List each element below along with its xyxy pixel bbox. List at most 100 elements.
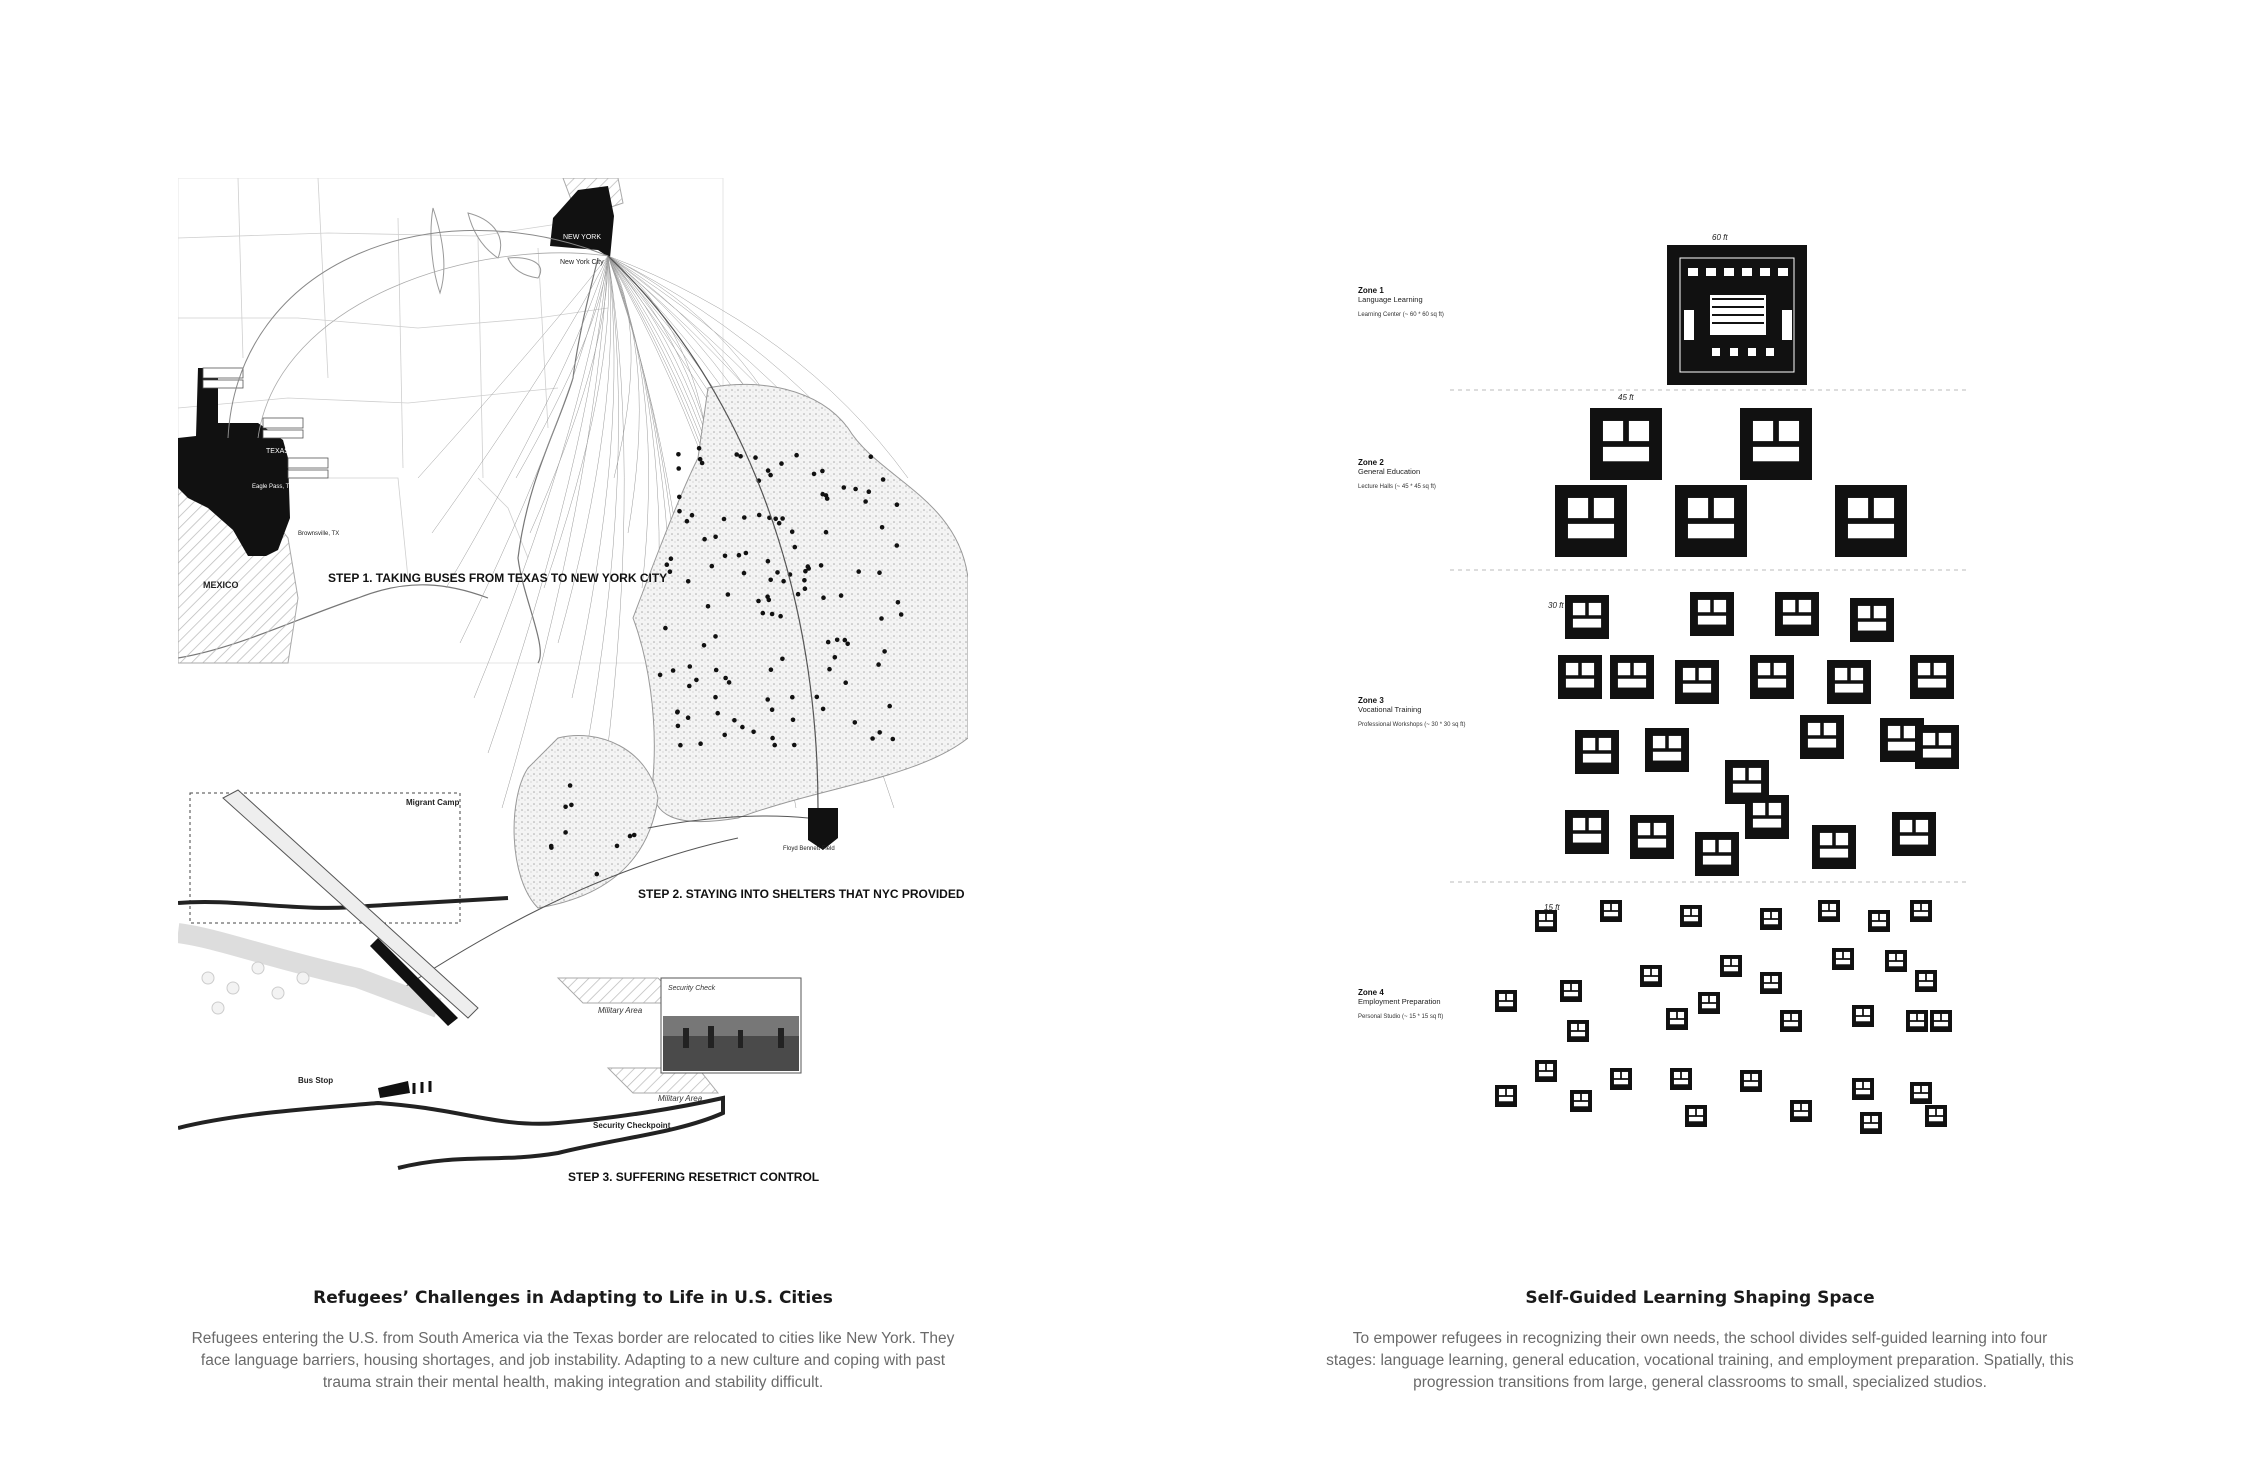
shelter-dot	[820, 491, 825, 497]
room-plan	[1852, 1078, 1874, 1100]
migration-line	[417, 255, 609, 479]
shelter-dot	[870, 736, 875, 741]
shelter-dot	[821, 595, 826, 600]
shelter-dot	[765, 594, 770, 599]
shelter-dot	[738, 454, 743, 459]
right-caption-body: To empower refugees in recognizing their…	[1290, 1328, 2110, 1394]
shelter-dot	[741, 570, 747, 576]
migration-line	[515, 255, 609, 479]
room-plan	[1818, 900, 1840, 922]
shelter-dot	[740, 724, 745, 730]
shelter-dot	[887, 703, 892, 709]
room-plan	[1645, 728, 1689, 772]
room-plan	[1675, 485, 1747, 557]
shelter-dot	[677, 508, 682, 514]
room-plan	[1915, 970, 1937, 992]
migration-line	[445, 255, 609, 589]
room-plan	[1495, 1085, 1517, 1107]
shelter-dot	[594, 871, 600, 877]
shelter-dot	[687, 683, 692, 689]
learning-zones-diagram: Zone 1 Language Learning Learning Center…	[1358, 233, 1970, 1134]
shelter-dot	[778, 613, 783, 619]
shelter-dot	[779, 461, 784, 466]
shelter-dot	[877, 570, 882, 575]
shelter-dot	[713, 667, 719, 673]
room-plan	[1868, 910, 1890, 932]
shelter-dot	[698, 741, 703, 746]
shelter-dot	[775, 570, 780, 575]
shelter-dot	[563, 804, 568, 810]
migration-line	[607, 255, 649, 589]
room-plan	[1610, 655, 1654, 699]
shelter-dot	[879, 616, 884, 621]
room-plan	[1610, 1068, 1632, 1090]
room-plan	[1827, 660, 1871, 704]
room-plan	[1495, 990, 1517, 1012]
shelter-dot	[705, 604, 711, 609]
label-texas: TEXAS	[266, 448, 289, 455]
room-plan	[1780, 1010, 1802, 1032]
shelter-dot	[827, 666, 832, 672]
shelter-dot	[776, 520, 782, 526]
migration-line	[557, 255, 612, 644]
shelter-dot	[722, 732, 727, 738]
shelter-dot	[803, 568, 808, 574]
shelter-dot	[765, 697, 770, 702]
room-plan	[1930, 1010, 1952, 1032]
migration-line	[431, 255, 609, 534]
shelter-dot	[677, 494, 682, 500]
svg-text:General Education: General Education	[1358, 467, 1420, 476]
shelter-dot	[769, 611, 775, 617]
zone-2-dimension: 45 ft	[1618, 393, 1634, 402]
shelter-dot	[853, 486, 858, 492]
shelter-dot	[699, 460, 705, 466]
shelter-dot	[687, 664, 693, 669]
zone-1-plan	[1667, 245, 1807, 385]
left-body-line-2: face language barriers, housing shortage…	[200, 1352, 946, 1369]
shelter-dot	[768, 472, 773, 478]
shelter-dot	[548, 843, 554, 849]
shelter-dot	[736, 552, 742, 558]
room-plan	[1910, 900, 1932, 922]
shelter-dot	[631, 832, 637, 838]
shelter-dot	[879, 525, 885, 530]
room-plan	[1915, 725, 1959, 769]
shelter-dot	[694, 677, 699, 683]
shelter-dot	[772, 742, 777, 748]
zone-separators	[1450, 389, 1970, 883]
room-plan	[1910, 1082, 1932, 1104]
shelter-dot	[792, 544, 798, 550]
shelter-dot	[676, 452, 681, 457]
svg-text:Professional Workshops (~ 30 *: Professional Workshops (~ 30 * 30 sq ft)	[1358, 722, 1465, 728]
shelter-dot	[569, 802, 574, 808]
svg-text:Learning Center (~ 60 * 60 sq: Learning Center (~ 60 * 60 sq ft)	[1358, 312, 1444, 318]
left-caption-title: Refugees’ Challenges in Adapting to Life…	[313, 1288, 833, 1308]
label-floyd-bennett: Floyd Bennett Field	[783, 846, 835, 852]
tree-marks	[201, 961, 310, 1015]
step-1-label: STEP 1. TAKING BUSES FROM TEXAS TO NEW Y…	[328, 571, 667, 585]
room-plan	[1760, 972, 1782, 994]
label-military-area-1: Military Area	[598, 1006, 643, 1015]
shelter-dot	[713, 634, 718, 639]
room-plan	[1565, 810, 1609, 854]
room-plan	[1558, 655, 1602, 699]
migration-line	[599, 255, 625, 809]
zone-1-dimension: 60 ft	[1712, 233, 1728, 242]
shelter-dot	[697, 456, 703, 462]
shelter-dot	[768, 577, 773, 583]
room-plan	[1600, 900, 1622, 922]
left-body-line-3: trauma strain their mental health, makin…	[322, 1374, 824, 1391]
shelter-dot	[722, 553, 728, 559]
shelter-dot	[713, 534, 718, 540]
shelter-dot	[743, 550, 749, 556]
right-caption-title: Self-Guided Learning Shaping Space	[1525, 1288, 1875, 1308]
shelter-dot	[732, 718, 737, 723]
room-plan	[1740, 408, 1812, 480]
shelter-dot	[664, 562, 670, 567]
migration-line	[501, 255, 609, 809]
zone-3-dimension: 30 ft	[1548, 601, 1564, 610]
step-2-label: STEP 2. STAYING INTO SHELTERS THAT NYC P…	[638, 887, 965, 901]
room-plan	[1685, 1105, 1707, 1127]
shelter-dot	[843, 680, 848, 685]
room-plan	[1698, 992, 1720, 1014]
